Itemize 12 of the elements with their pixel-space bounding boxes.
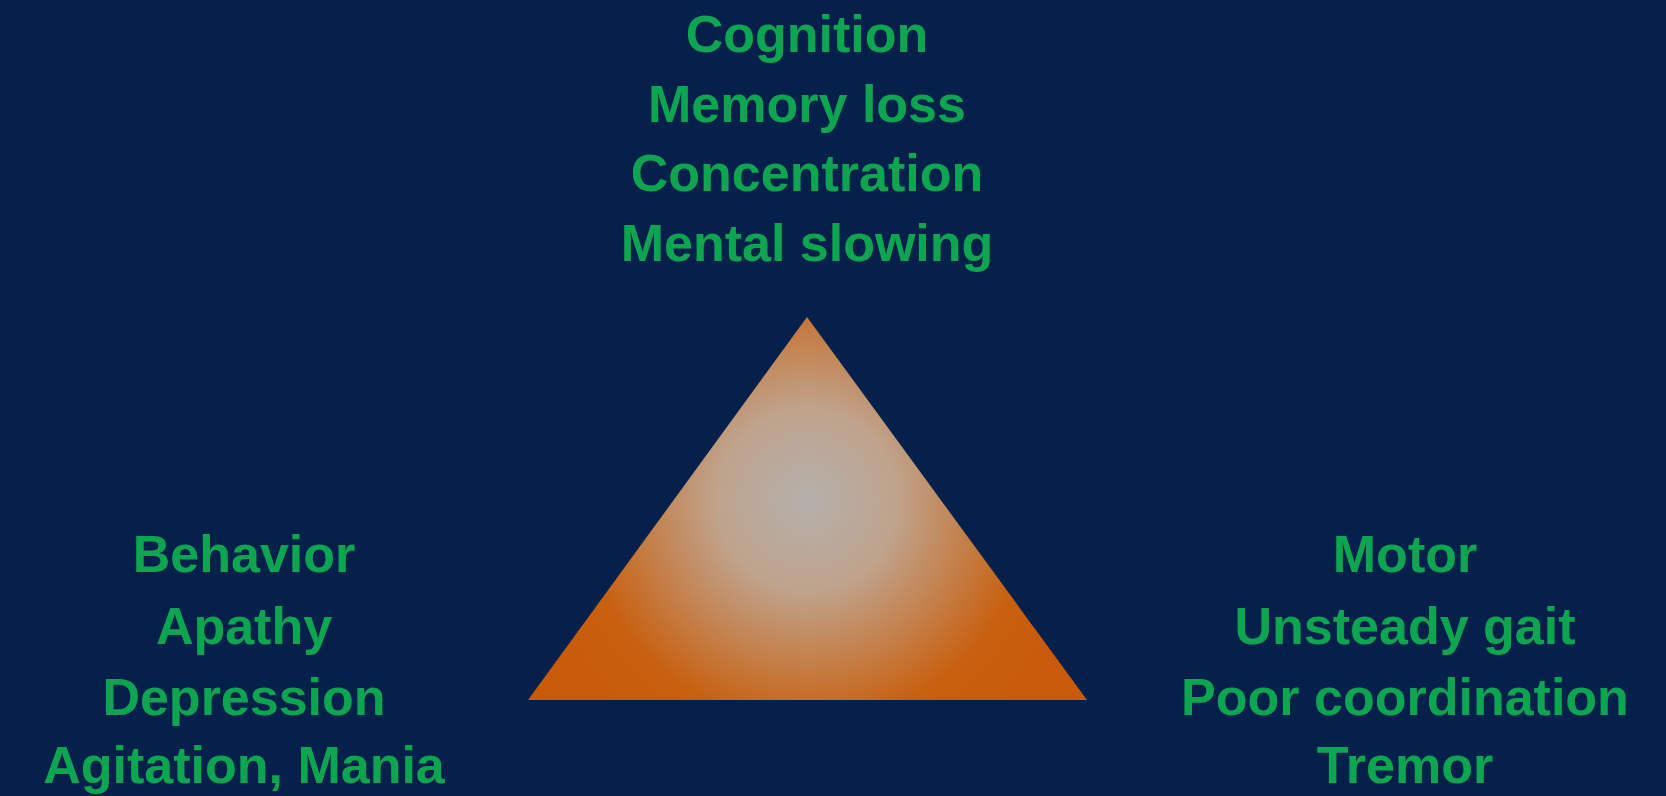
- symptom-label: Cognition: [685, 4, 929, 64]
- symptom-label: Unsteady gait: [1234, 596, 1576, 656]
- symptom-label: Agitation, Mania: [43, 735, 445, 795]
- symptom-label: Concentration: [630, 143, 984, 203]
- symptom-label: Motor: [1332, 524, 1478, 584]
- symptom-label: Apathy: [155, 596, 333, 656]
- symptom-label: Behavior: [132, 524, 356, 584]
- symptom-label: Tremor: [1316, 735, 1494, 795]
- symptom-label: Mental slowing: [620, 213, 994, 273]
- symptom-label: Depression: [102, 667, 386, 727]
- symptom-label: Memory loss: [648, 74, 966, 134]
- symptom-label: Poor coordination: [1181, 667, 1629, 727]
